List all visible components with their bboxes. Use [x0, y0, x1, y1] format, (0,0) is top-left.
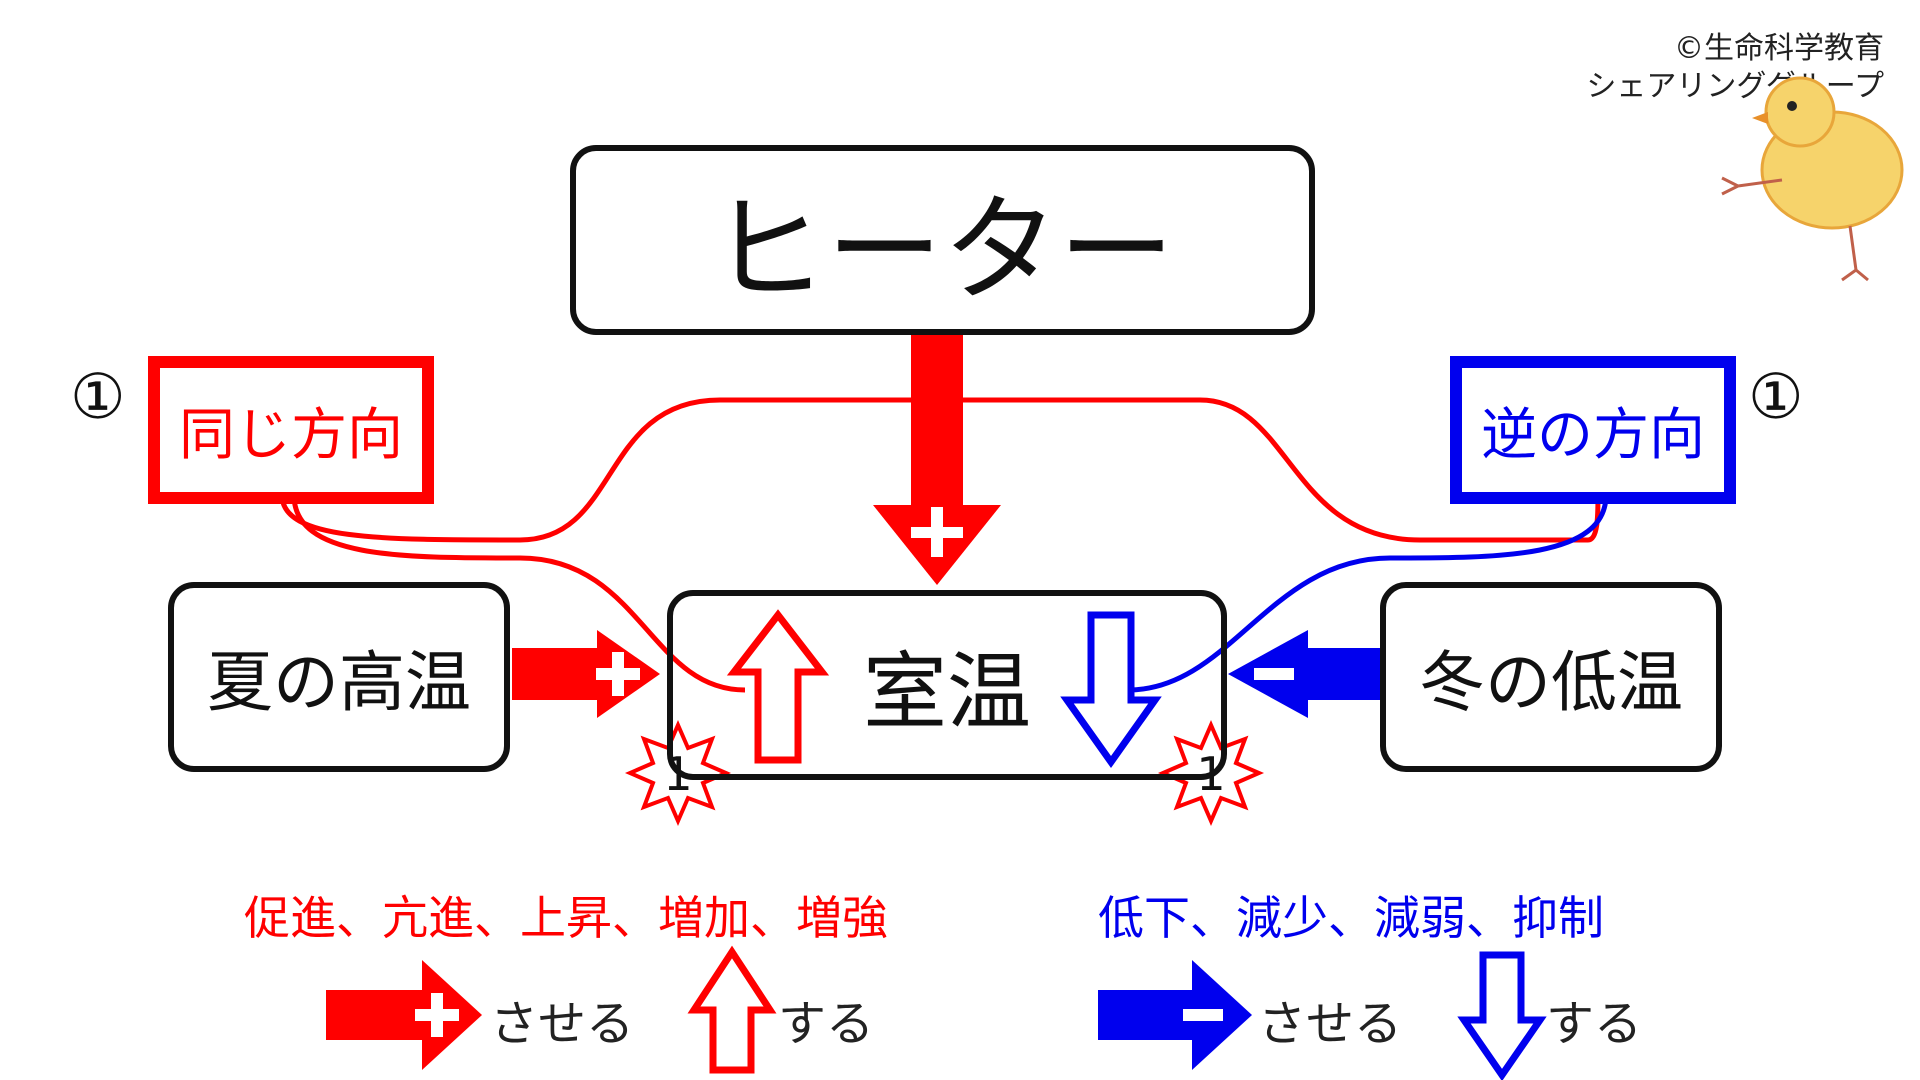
- room-temp-down-arrow: [1060, 611, 1162, 769]
- opposite-direction-box: 逆の方向: [1450, 356, 1736, 504]
- summer-heat-box: 夏の高温: [168, 582, 510, 772]
- winter-cold-label: 冬の低温: [1419, 644, 1683, 721]
- opposite-direction-label: 逆の方向: [1481, 402, 1705, 468]
- winter-cold-box: 冬の低温: [1380, 582, 1722, 772]
- summer-heat-label: 夏の高温: [207, 644, 471, 721]
- legend-minus-make-label: させる: [1258, 996, 1403, 1052]
- legend-up-do-label: する: [778, 996, 875, 1052]
- room-temp-label: 室温: [862, 624, 1031, 746]
- positive-terms: 促進、亢進、上昇、増加、増強: [244, 891, 888, 945]
- legend-up-arrow: [687, 945, 777, 1074]
- opposite-direction-line: [1127, 494, 1609, 693]
- legend-plus-arrow: [326, 960, 482, 1070]
- same-direction-line-lower: [291, 494, 746, 693]
- same-direction-box: 同じ方向: [148, 356, 434, 504]
- room-temp-box: 室温: [667, 590, 1227, 780]
- credit-line-1: ©生命科学教育: [1674, 31, 1884, 66]
- chick-mascot-icon: [1721, 76, 1904, 282]
- summer-plus-arrow: [512, 630, 660, 718]
- negative-terms: 低下、減少、減弱、抑制: [1098, 891, 1604, 945]
- same-direction-line-upper: [279, 397, 1601, 543]
- opposite-direction-number: ①: [1748, 360, 1804, 433]
- heater-label: ヒーター: [710, 183, 1175, 318]
- credit-line-2: シェアリンググループ: [1586, 69, 1884, 104]
- legend-minus-arrow: [1098, 960, 1252, 1070]
- legend-down-do-label: する: [1546, 996, 1643, 1052]
- legend-plus-make-label: させる: [490, 996, 635, 1052]
- legend-down-arrow: [1457, 951, 1547, 1080]
- room-temp-up-arrow: [726, 609, 830, 764]
- same-direction-label: 同じ方向: [179, 402, 403, 468]
- winter-minus-arrow: [1228, 630, 1395, 718]
- copyright-credit: ©生命科学教育 シェアリンググループ: [1586, 30, 1884, 106]
- heater-box: ヒーター: [570, 145, 1315, 335]
- heater-plus-arrow: [873, 332, 1001, 585]
- same-direction-number: ①: [70, 360, 126, 433]
